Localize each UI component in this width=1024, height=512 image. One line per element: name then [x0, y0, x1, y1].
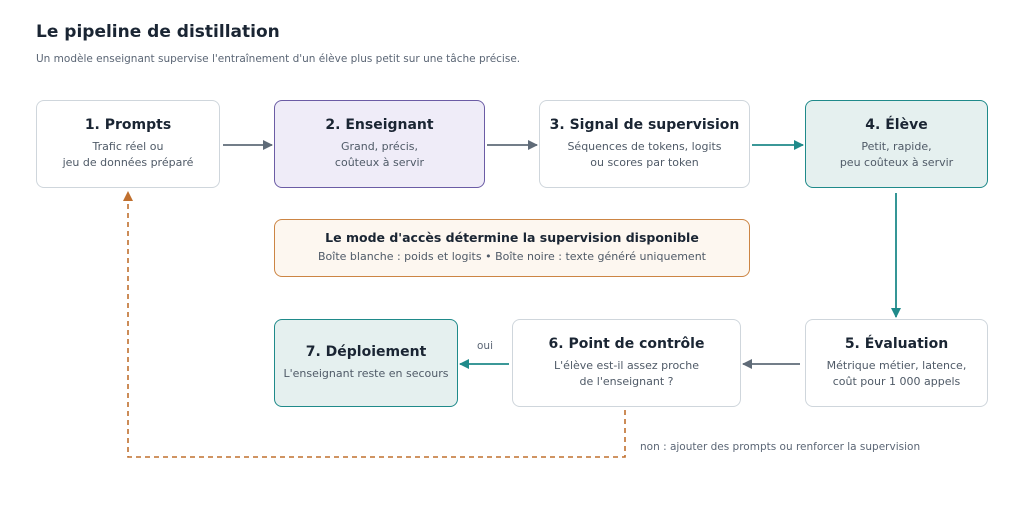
node-evaluation-title: 5. Évaluation	[844, 335, 949, 352]
node-student-title: 4. Élève	[865, 116, 928, 133]
edge-label-no: non : ajouter des prompts ou renforcer l…	[640, 441, 921, 453]
node-prompts-title: 1. Prompts	[84, 116, 172, 133]
node-checkpoint: 6. Point de contrôle L'élève est-il asse…	[512, 319, 741, 407]
node-teacher-desc: Grand, précis, coûteux à servir	[334, 139, 425, 170]
node-evaluation-desc: Métrique métier, latence, coût pour 1 00…	[826, 358, 967, 389]
node-signal-desc: Séquences de tokens, logits ou scores pa…	[567, 139, 722, 170]
access-mode-note: Le mode d'accès détermine la supervision…	[274, 219, 750, 277]
feedback-loop-arrow	[123, 191, 626, 458]
node-student-desc: Petit, rapide, peu coûteux à servir	[839, 139, 954, 170]
node-signal: 3. Signal de supervision Séquences de to…	[539, 100, 750, 188]
node-teacher: 2. Enseignant Grand, précis, coûteux à s…	[274, 100, 485, 188]
node-signal-title: 3. Signal de supervision	[549, 116, 740, 133]
access-mode-note-desc: Boîte blanche : poids et logits • Boîte …	[318, 250, 706, 264]
node-deployment: 7. Déploiement L'enseignant reste en sec…	[274, 319, 458, 407]
node-checkpoint-desc: L'élève est-il assez proche de l'enseign…	[554, 358, 699, 389]
page-title: Le pipeline de distillation	[36, 22, 280, 42]
node-prompts: 1. Prompts Trafic réel ou jeu de données…	[36, 100, 220, 188]
node-student: 4. Élève Petit, rapide, peu coûteux à se…	[805, 100, 988, 188]
edge-label-yes: oui	[477, 340, 493, 352]
node-prompts-desc: Trafic réel ou jeu de données préparé	[62, 139, 194, 170]
node-teacher-title: 2. Enseignant	[325, 116, 434, 133]
node-deployment-desc: L'enseignant reste en secours	[283, 366, 449, 380]
page-subtitle: Un modèle enseignant supervise l'entraîn…	[36, 53, 521, 65]
node-evaluation: 5. Évaluation Métrique métier, latence, …	[805, 319, 988, 407]
node-deployment-title: 7. Déploiement	[305, 343, 427, 360]
node-checkpoint-title: 6. Point de contrôle	[548, 335, 705, 352]
access-mode-note-title: Le mode d'accès détermine la supervision…	[325, 230, 699, 246]
